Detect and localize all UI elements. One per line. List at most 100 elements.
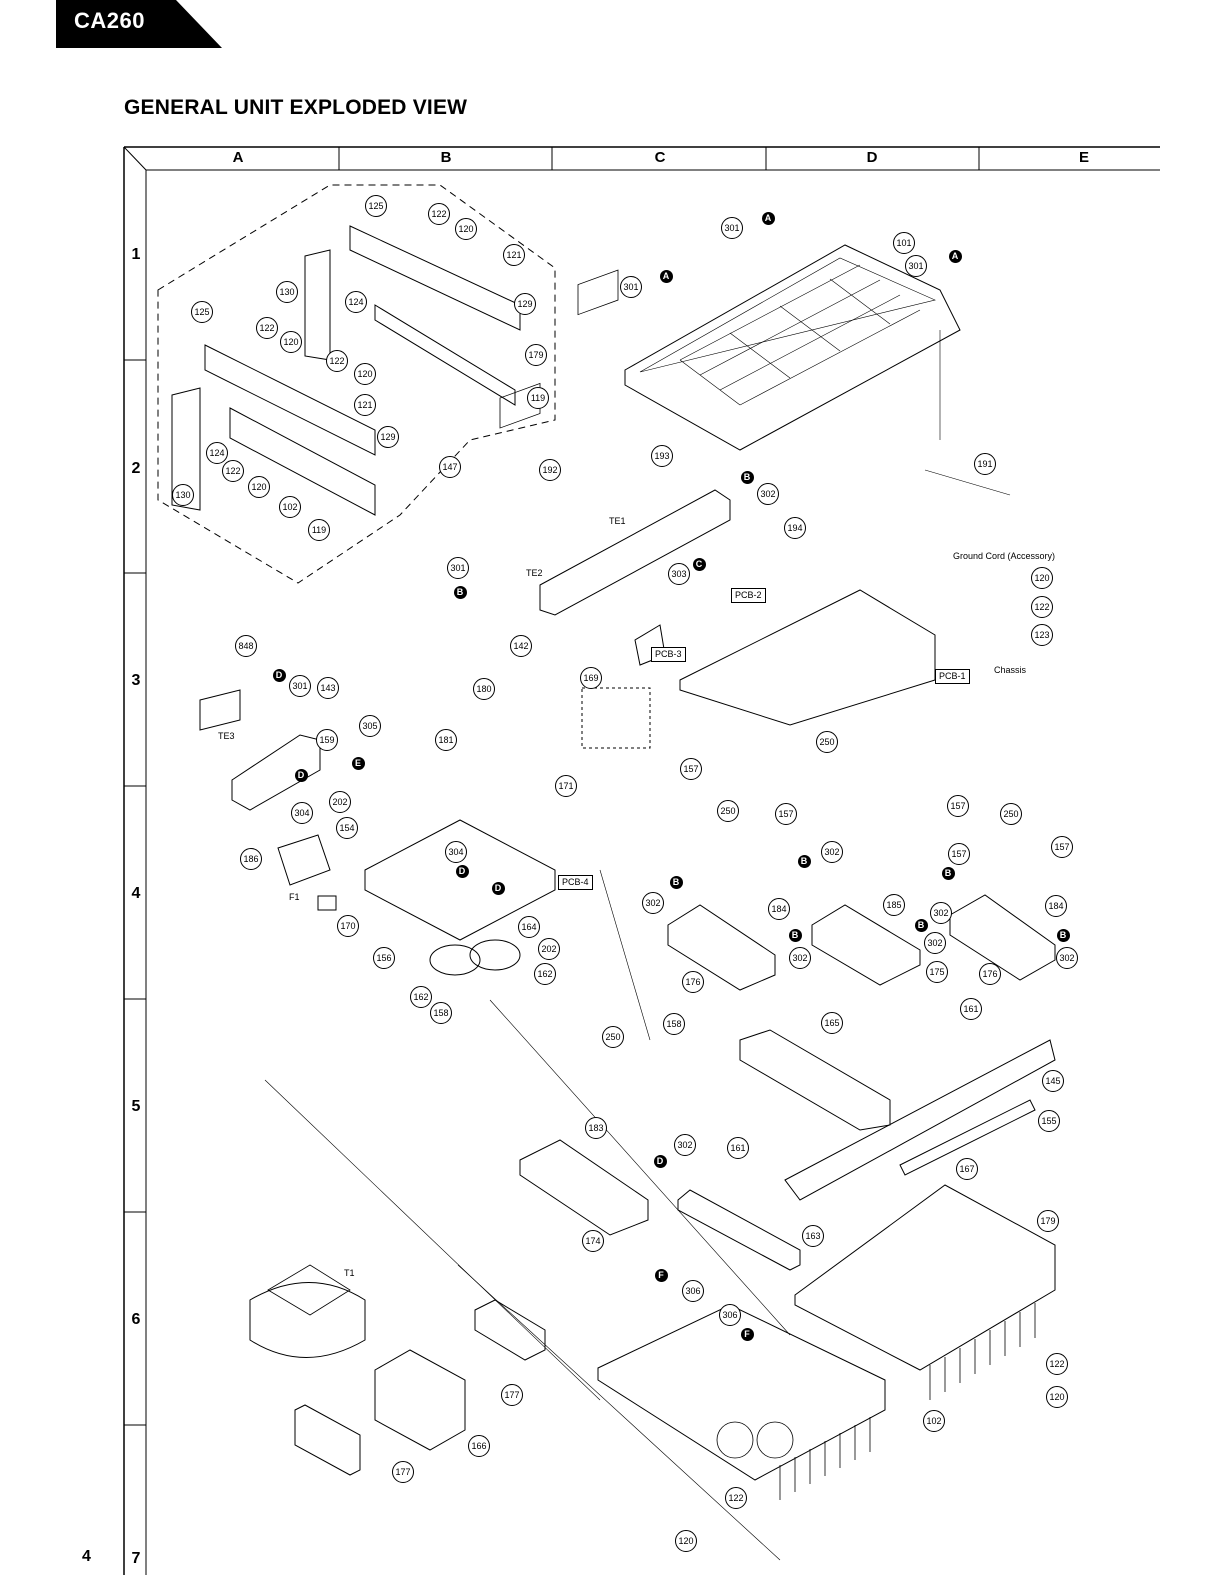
callout-303: 303 [668, 563, 690, 585]
callout-161-a: 161 [960, 998, 982, 1020]
marker-b-8: B [1056, 928, 1070, 942]
callout-185: 185 [883, 894, 905, 916]
callout-164: 164 [518, 916, 540, 938]
callout-158-a: 158 [430, 1002, 452, 1024]
marker-b-2: B [453, 585, 467, 599]
callout-121-b: 121 [354, 394, 376, 416]
handle-bracket-lower [204, 344, 376, 456]
callout-250-c: 250 [1000, 803, 1022, 825]
label-f1: F1 [289, 892, 300, 902]
label-pcb-1: PCB-1 [935, 669, 970, 684]
marker-d-2: D [294, 768, 308, 782]
callout-157-c: 157 [947, 795, 969, 817]
callout-154: 154 [336, 817, 358, 839]
callout-155: 155 [1038, 1110, 1060, 1132]
cover-vent-grid [679, 264, 921, 406]
callout-142: 142 [510, 635, 532, 657]
pcb-1-board [679, 589, 936, 726]
callout-302-a: 302 [757, 483, 779, 505]
callout-302-e: 302 [924, 932, 946, 954]
label-te3: TE3 [218, 731, 235, 741]
callout-122-f: 122 [1046, 1353, 1068, 1375]
callout-163: 163 [802, 1225, 824, 1247]
callout-250-a: 250 [816, 731, 838, 753]
part-169-outline [581, 687, 651, 749]
capacitor-left [429, 944, 481, 976]
terminal-te1 [577, 269, 619, 316]
callout-122-d: 122 [222, 460, 244, 482]
callout-125-b: 125 [191, 301, 213, 323]
shield-166 [374, 1349, 466, 1451]
model-label: CA260 [74, 8, 145, 33]
marker-b-6: B [914, 918, 928, 932]
callout-125: 125 [365, 195, 387, 217]
part-170 [317, 895, 337, 911]
marker-b-7: B [788, 928, 802, 942]
callout-306-a: 306 [682, 1280, 704, 1302]
callout-159: 159 [316, 729, 338, 751]
callout-202-a: 202 [329, 791, 351, 813]
callout-194: 194 [784, 517, 806, 539]
heatsink-179 [794, 1184, 1056, 1371]
callout-167: 167 [956, 1158, 978, 1180]
callout-143: 143 [317, 677, 339, 699]
marker-c-1: C [692, 557, 706, 571]
label-te2: TE2 [526, 568, 543, 578]
row-label-1: 1 [131, 246, 141, 263]
handle-side-130-upper [304, 249, 331, 361]
handle-group-outline [157, 184, 556, 584]
callout-302-d: 302 [930, 902, 952, 924]
callout-124-b: 124 [206, 442, 228, 464]
callout-301-a: 301 [721, 217, 743, 239]
marker-f-2: F [740, 1327, 754, 1341]
marker-e-1: E [351, 756, 365, 770]
callout-157-b: 157 [775, 803, 797, 825]
callout-191: 191 [974, 453, 996, 475]
row-label-2: 2 [131, 460, 141, 477]
marker-b-3: B [797, 854, 811, 868]
callout-180: 180 [473, 678, 495, 700]
page-title: GENERAL UNIT EXPLODED VIEW [124, 96, 468, 119]
callout-121: 121 [503, 244, 525, 266]
label-t1: T1 [344, 1268, 355, 1278]
handle-side-130 [171, 387, 201, 511]
row-label-3: 3 [131, 672, 141, 689]
callout-119: 119 [527, 387, 549, 409]
transformer-body [249, 1282, 366, 1358]
callout-170: 170 [337, 915, 359, 937]
marker-b-5: B [669, 875, 683, 889]
callout-175: 175 [926, 961, 948, 983]
callout-301-d: 301 [447, 557, 469, 579]
callout-302-g: 302 [1056, 947, 1078, 969]
callout-162-b: 162 [410, 986, 432, 1008]
callout-120-d: 120 [248, 476, 270, 498]
heatsink-fins-right [929, 1303, 1036, 1400]
callout-177-b: 177 [392, 1461, 414, 1483]
callout-124: 124 [345, 291, 367, 313]
column-label-e: E [1078, 149, 1089, 166]
callout-302-c: 302 [642, 892, 664, 914]
callout-122-e: 122 [1031, 596, 1053, 618]
callout-158-b: 158 [663, 1013, 685, 1035]
callout-301-e: 301 [289, 675, 311, 697]
callout-179: 179 [525, 344, 547, 366]
callout-147: 147 [439, 456, 461, 478]
marker-f-1: F [654, 1268, 668, 1282]
callout-250-b: 250 [717, 800, 739, 822]
callout-305: 305 [359, 715, 381, 737]
callout-157-d: 157 [948, 843, 970, 865]
rear-panel [539, 489, 731, 616]
label-ground-cord: Ground Cord (Accessory) [953, 551, 1056, 561]
pcb-4-board [364, 819, 556, 941]
marker-d-1: D [272, 668, 286, 682]
callout-120-b: 120 [280, 331, 302, 353]
callout-120-g: 120 [675, 1530, 697, 1552]
heatsink-bar-175 [811, 904, 921, 986]
callout-186: 186 [240, 848, 262, 870]
column-label-d: D [866, 149, 878, 166]
top-cover [624, 244, 961, 451]
marker-b-1: B [740, 470, 754, 484]
heatsink-bar-176-right [949, 894, 1056, 981]
